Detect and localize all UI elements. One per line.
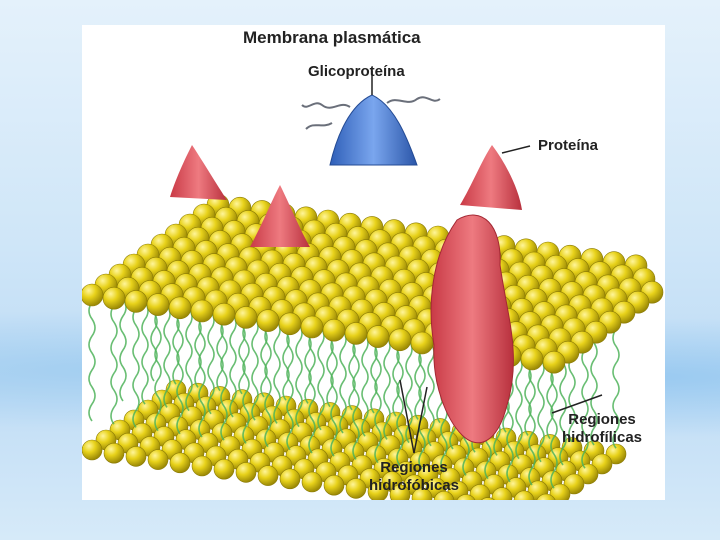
lipid-head	[257, 310, 279, 332]
peripheral-protein-left	[170, 145, 227, 200]
hydrophobic-label-line1: Regiones	[354, 459, 474, 477]
lipid-head	[169, 297, 191, 319]
hydrophilic-label-line1: Regiones	[552, 411, 652, 429]
lipid-head	[235, 306, 257, 328]
lipid-head	[543, 351, 565, 373]
hydrophobic-label: Regiones hidrofóbicas	[354, 459, 474, 495]
lipid-head	[324, 475, 344, 495]
lipid-head	[147, 294, 169, 316]
lipid-head	[389, 329, 411, 351]
lipid-head	[82, 440, 102, 460]
lipid-head	[82, 284, 103, 306]
lipid-head	[192, 456, 212, 476]
lipid-head	[279, 313, 301, 335]
hydrophobic-label-line2: hidrofóbicas	[354, 477, 474, 495]
lipid-head	[258, 466, 278, 486]
lipid-head	[125, 290, 147, 312]
protein-leader-line	[502, 146, 530, 153]
hydrophilic-label-line2: hidrofílicas	[552, 429, 652, 447]
lipid-head	[521, 348, 543, 370]
protein-label: Proteína	[538, 137, 598, 155]
lipid-head	[280, 469, 300, 489]
lipid-head	[236, 462, 256, 482]
lipid-head	[301, 316, 323, 338]
hydrophilic-label: Regiones hidrofílicas	[552, 411, 652, 447]
diagram-panel: Membrana plasmática Glicoproteína Proteí…	[82, 25, 665, 500]
lipid-head	[323, 319, 345, 341]
lipid-head	[411, 332, 433, 354]
peripheral-protein-right	[460, 145, 522, 210]
glycoprotein-label: Glicoproteína	[308, 63, 405, 81]
lipid-head	[126, 446, 146, 466]
lipid-head	[367, 326, 389, 348]
lipid-head	[213, 303, 235, 325]
lipid-head	[103, 287, 125, 309]
diagram-title: Membrana plasmática	[243, 29, 421, 47]
lipid-head	[302, 472, 322, 492]
lipid-head	[104, 443, 124, 463]
lipid-head	[345, 322, 367, 344]
lipid-head	[170, 453, 190, 473]
lipid-head	[191, 300, 213, 322]
lipid-head	[148, 450, 168, 470]
lipid-head	[214, 459, 234, 479]
